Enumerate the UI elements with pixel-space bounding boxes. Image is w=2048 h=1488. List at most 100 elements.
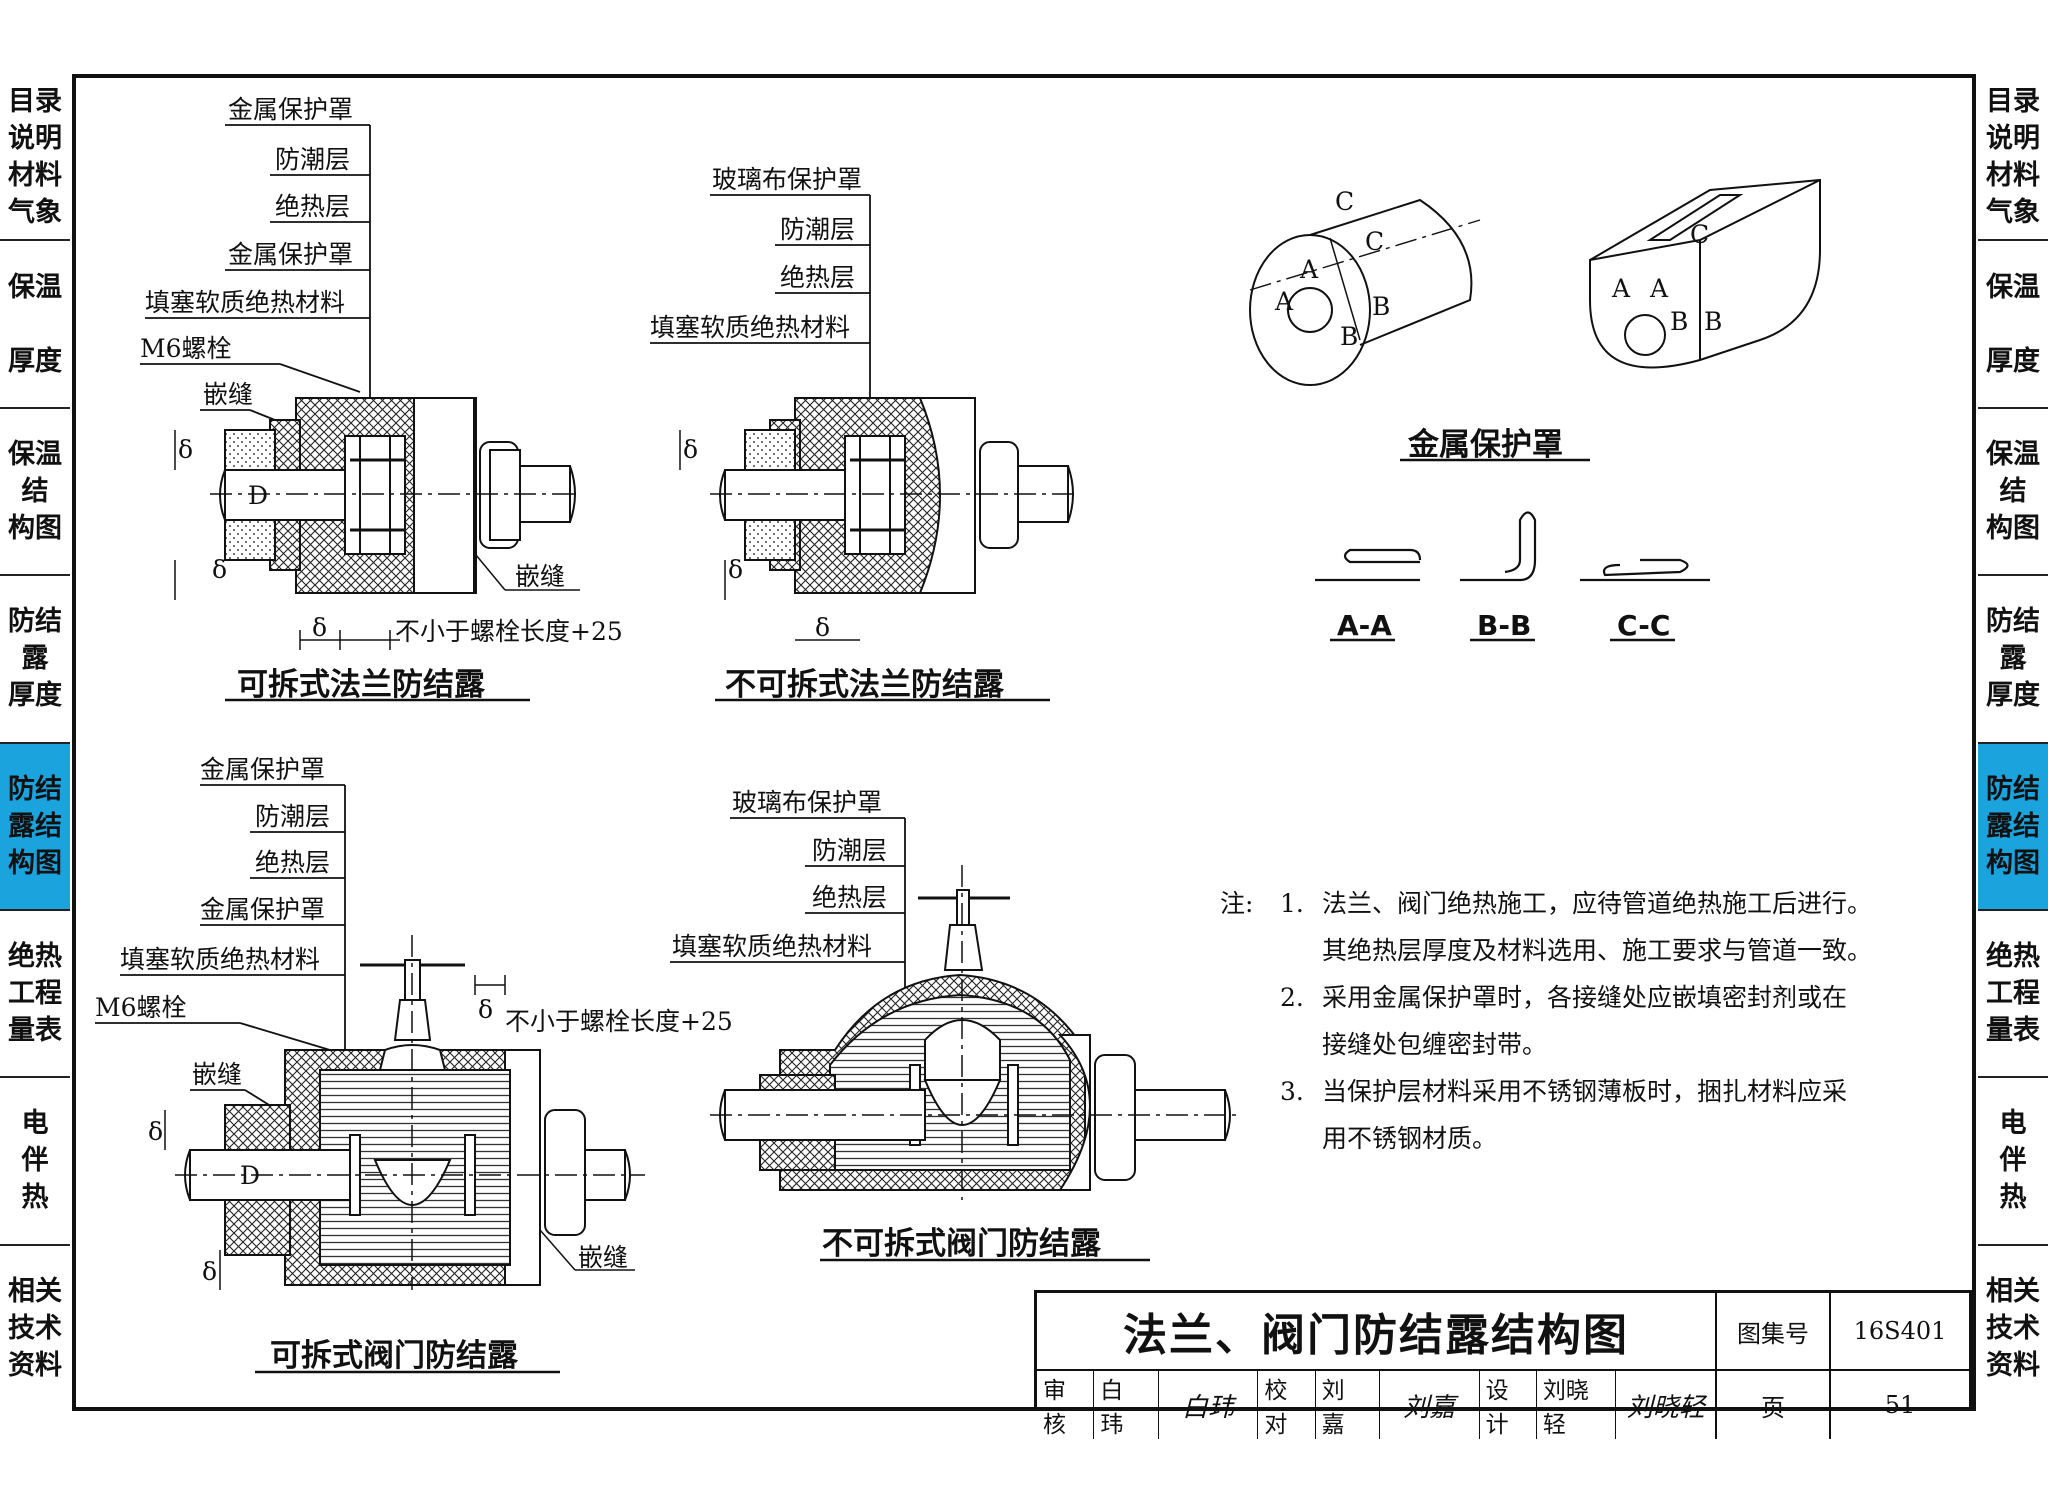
notes: 注: 1. 法兰、阀门绝热施工，应待管道绝热施工后进行。 其绝热层厚度及材料选用… — [1220, 880, 1940, 1162]
caption-detachable-valve: 可拆式阀门防结露 — [270, 1338, 519, 1374]
label-caulk: 嵌缝 — [203, 380, 253, 409]
label-moisture-layer: 防潮层 — [255, 802, 330, 831]
title-block: 法兰、阀门防结露结构图 图集号 16S401 审核 白 玮 白玮 校对 刘 嘉 … — [1034, 1290, 1972, 1439]
svg-text:δ: δ — [815, 613, 830, 642]
caption-fixed-valve: 不可拆式阀门防结露 — [822, 1226, 1102, 1262]
page-label: 页 — [1717, 1371, 1831, 1439]
svg-text:δ: δ — [312, 613, 327, 642]
nav-tab-anticondensation-structure[interactable]: 防结 露结 构图 — [0, 743, 70, 911]
label-metal-cover-2: 金属保护罩 — [228, 240, 353, 269]
label-caulk-right: 嵌缝 — [578, 1243, 628, 1272]
svg-text:D: D — [240, 1161, 260, 1190]
label-moisture-layer: 防潮层 — [275, 145, 350, 174]
drawing-title: 法兰、阀门防结露结构图 — [1037, 1293, 1717, 1371]
nav-tab-anticondensation-structure[interactable]: 防结 露结 构图 — [1978, 743, 2048, 911]
svg-text:D: D — [248, 481, 268, 510]
svg-text:A: A — [1299, 255, 1319, 284]
svg-text:B: B — [1372, 292, 1390, 321]
nav-tab-electric-tracing[interactable]: 电 伴 热 — [1978, 1078, 2048, 1246]
label-m6-bolt: M6螺栓 — [95, 993, 187, 1022]
nav-tab-insulation-thickness[interactable]: 保温 厚度 — [1978, 241, 2048, 409]
fig-fixed-flange-labels: 玻璃布保护罩 防潮层 绝热层 填塞软质绝热材料 δ δ δ 不可拆式法兰防结露 — [650, 165, 1005, 703]
svg-text:δ: δ — [478, 995, 493, 1024]
nav-tab-quantities[interactable]: 绝热 工程 量表 — [0, 911, 70, 1079]
caption-fixed-flange: 不可拆式法兰防结露 — [725, 667, 1005, 703]
note-2-line-1: 采用金属保护罩时，各接缝处应嵌填密封剂或在 — [1322, 983, 1848, 1012]
page-number: 51 — [1884, 1391, 1916, 1419]
nav-tab-insulation-structure[interactable]: 保温 结 构图 — [1978, 409, 2048, 577]
label-insulation-layer: 绝热层 — [780, 263, 855, 292]
label-glass-cloth-cover: 玻璃布保护罩 — [732, 788, 882, 817]
right-nav: 目录 说明 材料 气象 保温 厚度 保温 结 构图 防结 露 厚度 防结 露结 … — [1978, 74, 2048, 1411]
nav-tab-insulation-structure[interactable]: 保温 结 构图 — [0, 409, 70, 577]
nav-tab-related-docs[interactable]: 相关 技术 资料 — [1986, 1275, 2040, 1381]
section-b-b: B-B — [1477, 609, 1531, 642]
nav-tab-electric-tracing[interactable]: 电 伴 热 — [0, 1078, 70, 1246]
svg-text:B: B — [1340, 322, 1358, 351]
svg-text:δ: δ — [202, 1257, 217, 1286]
notes-prefix: 注: — [1220, 889, 1254, 918]
label-filler: 填塞软质绝热材料 — [120, 945, 320, 974]
fig-detachable-flange-labels: 金属保护罩 防潮层 绝热层 金属保护罩 填塞软质绝热材料 M6螺栓 嵌缝 嵌缝 … — [140, 95, 623, 703]
svg-text:A: A — [1611, 274, 1631, 303]
atlas-number: 16S401 — [1831, 1293, 1969, 1371]
svg-text:C: C — [1690, 220, 1709, 249]
fig-detachable-flange: D — [140, 124, 580, 702]
svg-text:C: C — [1365, 227, 1384, 256]
checker-signature: 刘嘉 — [1380, 1371, 1480, 1439]
nav-tab-related-docs[interactable]: 相关 技术 资料 — [8, 1275, 62, 1381]
reviewer-signature: 白玮 — [1159, 1371, 1259, 1439]
nav-tab-insulation-thickness[interactable]: 保温 厚度 — [0, 241, 70, 409]
designer-signature: 刘晓轻 — [1626, 1392, 1705, 1423]
label-insulation-layer: 绝热层 — [275, 192, 350, 221]
label-m6-bolt: M6螺栓 — [140, 334, 232, 363]
label-dim-note: 不小于螺栓长度+25 — [395, 617, 623, 646]
note-1-line-2: 其绝热层厚度及材料选用、施工要求与管道一致。 — [1322, 936, 1873, 965]
label-metal-cover-2: 金属保护罩 — [200, 895, 325, 924]
svg-text:δ: δ — [683, 435, 698, 464]
note-3-line-2: 用不锈钢材质。 — [1322, 1124, 1498, 1153]
fig-fixed-valve — [670, 817, 1240, 1262]
svg-text:B: B — [1704, 307, 1722, 336]
label-insulation-layer: 绝热层 — [812, 883, 887, 912]
label-metal-cover: 金属保护罩 — [228, 95, 353, 124]
label-moisture-layer: 防潮层 — [812, 836, 887, 865]
note-1-line-1: 法兰、阀门绝热施工，应待管道绝热施工后进行。 — [1322, 889, 1873, 918]
svg-text:δ: δ — [212, 555, 227, 584]
label-dim-note: 不小于螺栓长度+25 — [505, 1007, 733, 1036]
svg-text:C: C — [1335, 187, 1354, 216]
label-caulk: 嵌缝 — [192, 1060, 242, 1089]
svg-text:A: A — [1274, 287, 1294, 316]
drawing-frame — [72, 74, 1976, 1411]
label-moisture-layer: 防潮层 — [780, 215, 855, 244]
checker-name: 刘 嘉 — [1316, 1371, 1380, 1439]
svg-text:B: B — [1670, 307, 1688, 336]
nav-tab-contents[interactable]: 目录 说明 材料 气象 — [0, 74, 70, 242]
nav-tab-contents[interactable]: 目录 说明 材料 气象 — [1978, 74, 2048, 242]
fig-metal-cover-labels: C C A A B B C A A B B 金属保护罩 A-A B-B C-C — [1274, 187, 1722, 642]
label-filler: 填塞软质绝热材料 — [145, 288, 345, 317]
atlas-label: 图集号 — [1717, 1293, 1831, 1371]
nav-tab-quantities[interactable]: 绝热 工程 量表 — [1978, 911, 2048, 1079]
caption-detachable-flange: 可拆式法兰防结露 — [237, 667, 486, 703]
section-c-c: C-C — [1617, 609, 1670, 642]
fig-detachable-valve-labels: 金属保护罩 防潮层 绝热层 金属保护罩 填塞软质绝热材料 M6螺栓 嵌缝 嵌缝 … — [95, 755, 733, 1374]
fig-fixed-flange — [650, 194, 1075, 702]
fig-detachable-valve — [95, 784, 645, 1374]
svg-text:δ: δ — [148, 1117, 163, 1146]
label-insulation-layer: 绝热层 — [255, 848, 330, 877]
label-caulk-right: 嵌缝 — [515, 562, 565, 591]
caption-metal-cover: 金属保护罩 — [1407, 427, 1563, 463]
fig-fixed-valve-labels: 玻璃布保护罩 防潮层 绝热层 填塞软质绝热材料 不可拆式阀门防结露 — [672, 788, 1102, 1262]
note-3-line-1: 当保护层材料采用不锈钢薄板时，捆扎材料应采 — [1322, 1077, 1848, 1106]
note-2-line-2: 接缝处包缠密封带。 — [1322, 1030, 1548, 1059]
nav-tab-anticondensation-thickness[interactable]: 防结 露 厚度 — [0, 576, 70, 744]
nav-tab-anticondensation-thickness[interactable]: 防结 露 厚度 — [1978, 576, 2048, 744]
label-filler: 填塞软质绝热材料 — [672, 932, 872, 961]
designer-name: 刘晓轻 — [1537, 1371, 1617, 1439]
left-nav: 目录 说明 材料 气象 保温 厚度 保温 结 构图 防结 露 厚度 防结 露结 … — [0, 74, 70, 1411]
section-a-a: A-A — [1337, 609, 1392, 642]
label-glass-cloth-cover: 玻璃布保护罩 — [712, 165, 862, 194]
fig-metal-cover — [1249, 178, 1821, 642]
